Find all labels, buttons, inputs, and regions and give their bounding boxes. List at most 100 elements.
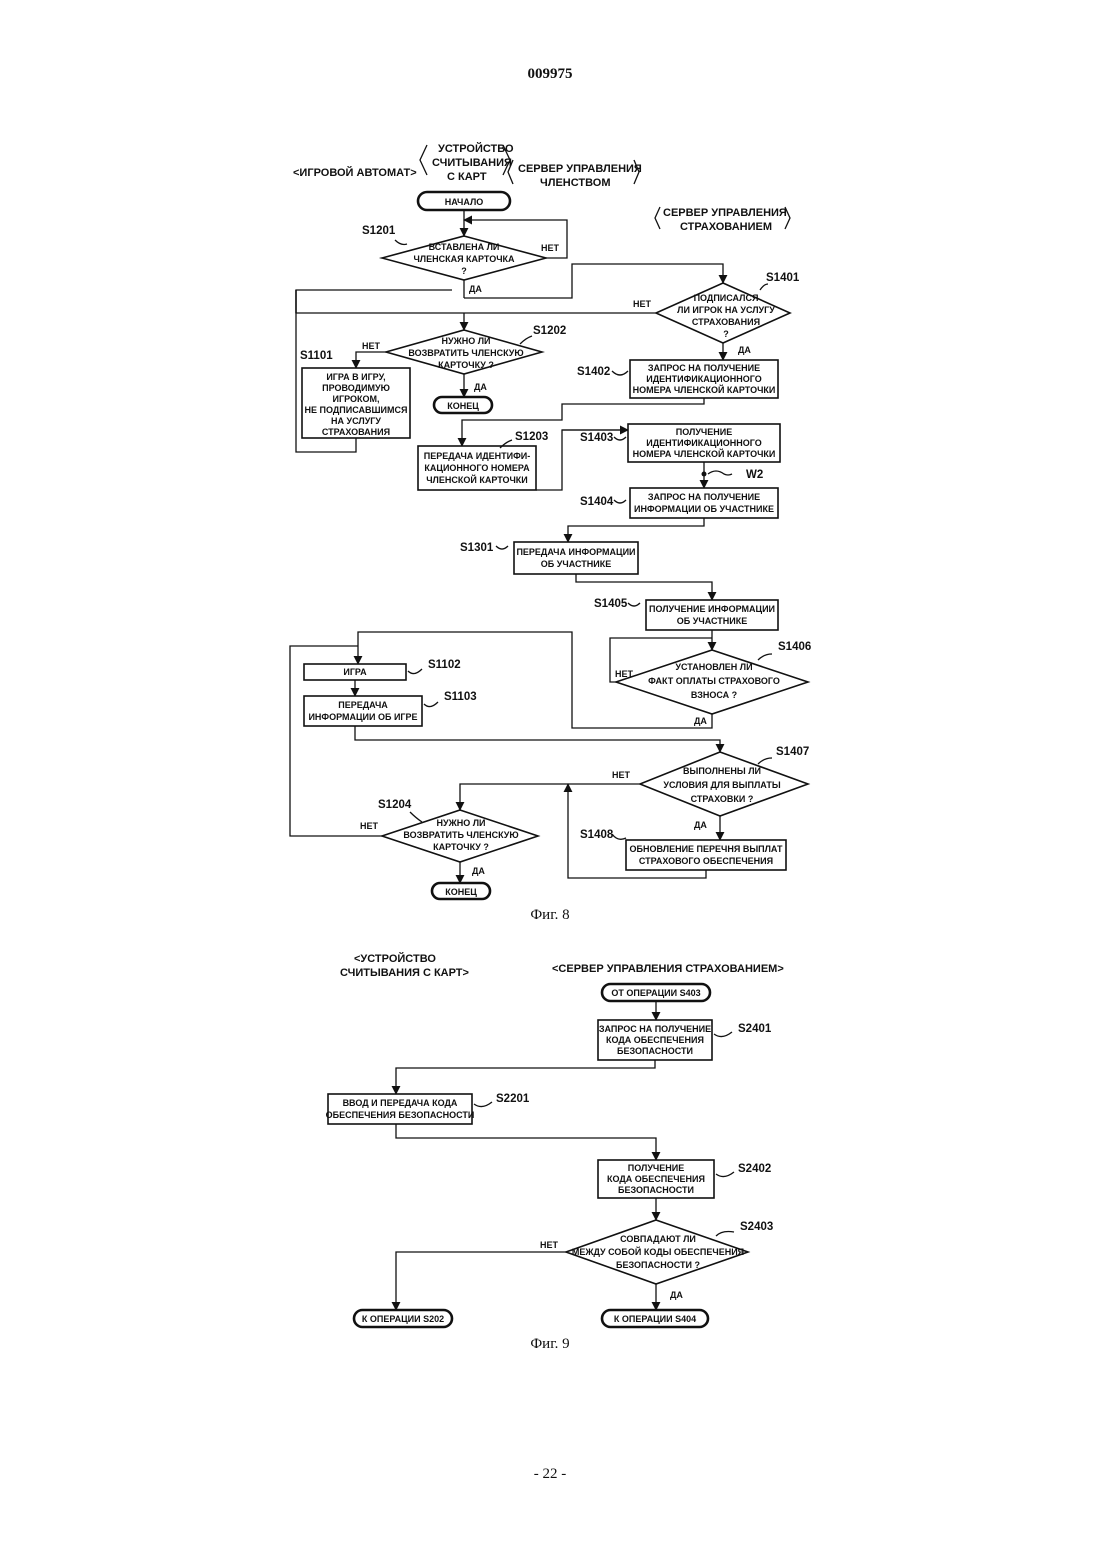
S1202-yes: ДА <box>474 382 487 392</box>
fig9-header-card-reader-line1: <УСТРОЙСТВО <box>354 952 436 965</box>
S1406-text-2: ФАКТ ОПЛАТЫ СТРАХОВОГО <box>648 676 780 686</box>
header-membership-server-line2: ЧЛЕНСТВОМ <box>540 177 611 189</box>
S2402-text-3: БЕЗОПАСНОСТИ <box>618 1185 694 1195</box>
S1204-text-1: НУЖНО ЛИ <box>436 818 485 828</box>
S1401-label: S1401 <box>766 272 800 284</box>
S1401-yes: ДА <box>738 345 751 355</box>
S2403-text-2: МЕЖДУ СОБОЙ КОДЫ ОБЕСПЕЧЕНИЯ <box>572 1246 744 1257</box>
S2201-text-2: ОБЕСПЕЧЕНИЯ БЕЗОПАСНОСТИ <box>326 1110 475 1120</box>
S1402-text-3: НОМЕРА ЧЛЕНСКОЙ КАРТОЧКИ <box>633 384 776 395</box>
S1301-label: S1301 <box>460 542 494 554</box>
fig9-header-card-reader-line2: СЧИТЫВАНИЯ С КАРТ> <box>340 967 469 979</box>
S1201-text-1: ВСТАВЛЕНА ЛИ <box>429 242 500 252</box>
S1406-text-1: УСТАНОВЛЕН ЛИ <box>675 662 752 672</box>
end2-label: КОНЕЦ <box>445 887 477 897</box>
header-insurance-server-line2: СТРАХОВАНИЕМ <box>680 221 772 233</box>
S1301-text-1: ПЕРЕДАЧА ИНФОРМАЦИИ <box>516 547 635 557</box>
connector-W2: W2 <box>746 469 763 481</box>
S1403-label: S1403 <box>580 432 613 444</box>
S1201-text-2: ЧЛЕНСКАЯ КАРТОЧКА <box>413 254 515 264</box>
S1202-text-1: НУЖНО ЛИ <box>441 336 490 346</box>
S1301-text-2: ОБ УЧАСТНИКЕ <box>541 559 611 569</box>
S1203-label: S1203 <box>515 431 548 443</box>
S2403-label: S2403 <box>740 1221 773 1233</box>
to-s404-label: К ОПЕРАЦИИ S404 <box>614 1314 696 1324</box>
S1101-text-2: ПРОВОДИМУЮ <box>322 383 390 393</box>
S1101-text-5: НА УСЛУГУ <box>331 416 381 426</box>
S1101-text-4: НЕ ПОДПИСАВШИМСЯ <box>305 405 408 415</box>
end1-label: КОНЕЦ <box>447 401 479 411</box>
S1407-text-3: СТРАХОВКИ ? <box>691 794 754 804</box>
fig9-start-label: ОТ ОПЕРАЦИИ S403 <box>611 988 700 998</box>
S1101-text-1: ИГРА В ИГРУ, <box>326 372 385 382</box>
page-number: - 22 - <box>0 1466 1100 1483</box>
S1406-no: НЕТ <box>615 669 634 679</box>
to-s202-label: К ОПЕРАЦИИ S202 <box>362 1314 444 1324</box>
header-card-reader-line2: СЧИТЫВАНИЯ <box>432 157 512 169</box>
S1202-text-3: КАРТОЧКУ ? <box>438 360 494 370</box>
fig9-header-insurance-server: <СЕРВЕР УПРАВЛЕНИЯ СТРАХОВАНИЕМ> <box>552 963 784 975</box>
S2403-yes: ДА <box>670 1290 683 1300</box>
S1101-text-3: ИГРОКОМ, <box>333 394 380 404</box>
S1201-label: S1201 <box>362 225 396 237</box>
S1103-text-2: ИНФОРМАЦИИ ОБ ИГРЕ <box>308 712 417 722</box>
S1201-no: НЕТ <box>541 243 560 253</box>
S2402-text-1: ПОЛУЧЕНИЕ <box>628 1163 684 1173</box>
S1406-yes: ДА <box>694 716 707 726</box>
connector-dot <box>702 472 707 477</box>
S1203-text-2: КАЦИОННОГО НОМЕРА <box>424 463 530 473</box>
fig8: <ИГРОВОЙ АВТОМАТ> УСТРОЙСТВО СЧИТЫВАНИЯ … <box>290 142 811 923</box>
S1406-label: S1406 <box>778 641 811 653</box>
S2402-label: S2402 <box>738 1163 771 1175</box>
S1204-text-2: ВОЗВРАТИТЬ ЧЛЕНСКУЮ <box>403 830 518 840</box>
S1408-label: S1408 <box>580 829 614 841</box>
S1402-text-2: ИДЕНТИФИКАЦИОННОГО <box>646 374 762 384</box>
S1403-text-3: НОМЕРА ЧЛЕНСКОЙ КАРТОЧКИ <box>633 448 776 459</box>
S1407-no: НЕТ <box>612 770 631 780</box>
S1403-text-2: ИДЕНТИФИКАЦИОННОГО <box>646 438 762 448</box>
S1201-text-3: ? <box>461 266 467 276</box>
fig8-caption: Фиг. 8 <box>530 907 569 923</box>
S1103-label: S1103 <box>444 691 477 703</box>
S1103-text-1: ПЕРЕДАЧА <box>338 700 388 710</box>
S1405-text-2: ОБ УЧАСТНИКЕ <box>677 616 747 626</box>
S1405-text-1: ПОЛУЧЕНИЕ ИНФОРМАЦИИ <box>649 604 775 614</box>
S1401-text-2: ЛИ ИГРОК НА УСЛУГУ <box>677 305 775 315</box>
start-label: НАЧАЛО <box>445 197 484 207</box>
header-membership-server-line1: СЕРВЕР УПРАВЛЕНИЯ <box>518 163 642 175</box>
S1202-label: S1202 <box>533 325 566 337</box>
S1407-text-1: ВЫПОЛНЕНЫ ЛИ <box>683 766 761 776</box>
S1405-label: S1405 <box>594 598 628 610</box>
header-gaming-machine: <ИГРОВОЙ АВТОМАТ> <box>293 166 417 179</box>
S1407-yes: ДА <box>694 820 707 830</box>
S2403-no: НЕТ <box>540 1240 559 1250</box>
S1203-text-3: ЧЛЕНСКОЙ КАРТОЧКИ <box>426 474 528 485</box>
fig9: <УСТРОЙСТВО СЧИТЫВАНИЯ С КАРТ> <СЕРВЕР У… <box>326 952 784 1352</box>
S1204-text-3: КАРТОЧКУ ? <box>433 842 489 852</box>
S2201-label: S2201 <box>496 1093 530 1105</box>
S1401-no: НЕТ <box>633 299 652 309</box>
S1404-text-1: ЗАПРОС НА ПОЛУЧЕНИЕ <box>648 492 760 502</box>
header-card-reader-line3: С КАРТ <box>447 171 487 183</box>
S1202-text-2: ВОЗВРАТИТЬ ЧЛЕНСКУЮ <box>408 348 523 358</box>
S1404-label: S1404 <box>580 496 614 508</box>
S1102-text-1: ИГРА <box>343 667 367 677</box>
S1401-text-4: ? <box>723 329 729 339</box>
S1201-yes: ДА <box>469 284 482 294</box>
header-insurance-server-line1: СЕРВЕР УПРАВЛЕНИЯ <box>663 207 787 219</box>
S1407-text-2: УСЛОВИЯ ДЛЯ ВЫПЛАТЫ <box>663 780 780 790</box>
S1408-text-1: ОБНОВЛЕНИЕ ПЕРЕЧНЯ ВЫПЛАТ <box>630 844 783 854</box>
S1403-text-1: ПОЛУЧЕНИЕ <box>676 427 732 437</box>
S1402-text-1: ЗАПРОС НА ПОЛУЧЕНИЕ <box>648 363 760 373</box>
S1202-no: НЕТ <box>362 341 381 351</box>
S2401-text-3: БЕЗОПАСНОСТИ <box>617 1046 693 1056</box>
S1101-label: S1101 <box>300 350 333 362</box>
S1401-text-1: ПОДПИСАЛСЯ <box>694 293 759 303</box>
S2402-text-2: КОДА ОБЕСПЕЧЕНИЯ <box>607 1174 705 1184</box>
S1102-label: S1102 <box>428 659 461 671</box>
S1101-text-6: СТРАХОВАНИЯ <box>322 427 390 437</box>
S2201-text-1: ВВОД И ПЕРЕДАЧА КОДА <box>343 1098 458 1108</box>
S1204-label: S1204 <box>378 799 412 811</box>
S1204-yes: ДА <box>472 866 485 876</box>
